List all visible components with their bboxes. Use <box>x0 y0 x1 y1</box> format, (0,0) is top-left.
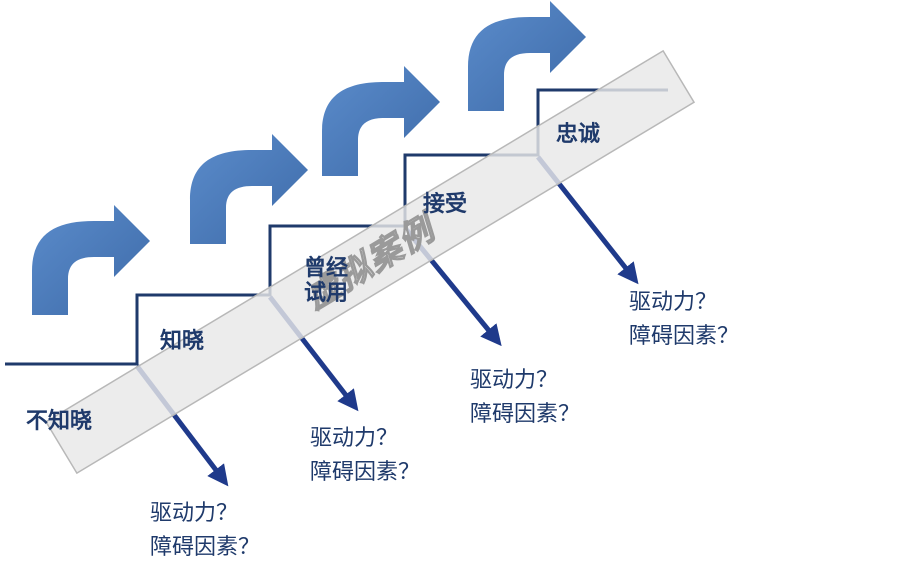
transition-questions: 驱动力？ 障碍因素？ <box>310 422 420 490</box>
curved-up-right-arrow-icon <box>190 134 308 244</box>
driver-question: 驱动力？ <box>629 290 718 315</box>
driver-question: 驱动力？ <box>150 501 239 526</box>
stage-label-accept: 接受 <box>423 192 468 217</box>
curved-up-right-arrow-icon <box>32 205 150 315</box>
stage-label-aware: 知晓 <box>160 329 205 354</box>
barrier-question: 障碍因素？ <box>470 402 581 428</box>
stage-label-tried: 曾经 试用 <box>304 256 349 307</box>
stage-label-unaware: 不知晓 <box>26 409 93 434</box>
transition-questions: 驱动力？ 障碍因素？ <box>470 364 580 432</box>
watermark: 虚拟案例 <box>44 49 696 475</box>
curved-arrows <box>32 1 586 315</box>
barrier-question: 障碍因素？ <box>150 535 261 561</box>
staircase-line <box>5 88 668 366</box>
barrier-question: 障碍因素？ <box>310 460 421 486</box>
driver-question: 驱动力？ <box>470 368 559 393</box>
curved-up-right-arrow-icon <box>468 1 586 111</box>
driver-question: 驱动力？ <box>310 426 399 451</box>
barrier-question: 障碍因素？ <box>629 324 740 350</box>
stage-label-loyal: 忠诚 <box>556 122 601 147</box>
transition-questions: 驱动力？ 障碍因素？ <box>150 497 260 565</box>
curved-up-right-arrow-icon <box>322 66 440 176</box>
transition-questions: 驱动力？ 障碍因素？ <box>629 286 739 354</box>
watermark-band <box>44 49 696 475</box>
